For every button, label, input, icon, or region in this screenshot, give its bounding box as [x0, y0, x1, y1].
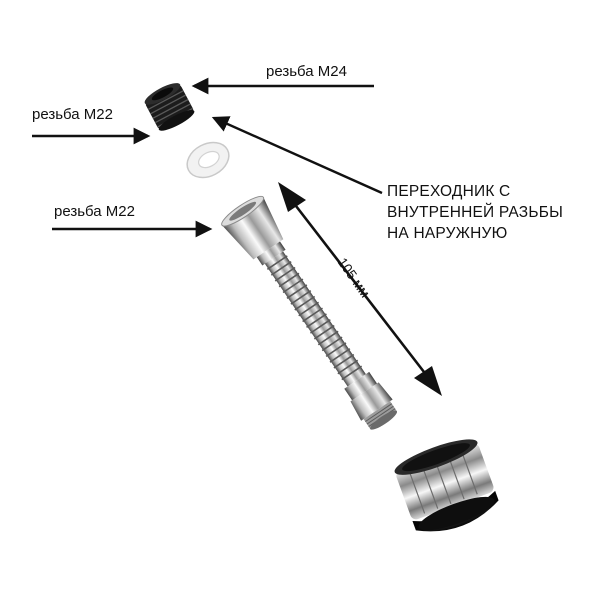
dimension-arrowhead-top [278, 182, 306, 212]
adapter-note-line-2: ВНУТРЕННЕЙ РАЗЬБЫ [387, 204, 563, 221]
flexible-hose-icon [221, 195, 398, 430]
adapter-note-line-3: НА НАРУЖНУЮ [387, 225, 508, 242]
adapter-note: ПЕРЕХОДНИК С ВНУТРЕННЕЙ РАЗЬБЫ НА НАРУЖН… [387, 181, 563, 244]
aerator-head-icon [394, 439, 499, 532]
rubber-washer-icon [186, 141, 230, 179]
arrow-adapter-note [211, 116, 383, 195]
label-thread-m24: резьба M24 [266, 63, 347, 80]
pointer-arrows [32, 77, 383, 238]
threaded-adapter-icon [144, 83, 195, 131]
length-dimension-arrow [278, 182, 442, 396]
label-thread-m22-adapter: резьба M22 [32, 106, 113, 123]
dimension-arrowhead-bottom [414, 366, 442, 396]
adapter-note-line-1: ПЕРЕХОДНИК С [387, 183, 511, 200]
label-thread-m22-hose: резьба M22 [54, 203, 135, 220]
